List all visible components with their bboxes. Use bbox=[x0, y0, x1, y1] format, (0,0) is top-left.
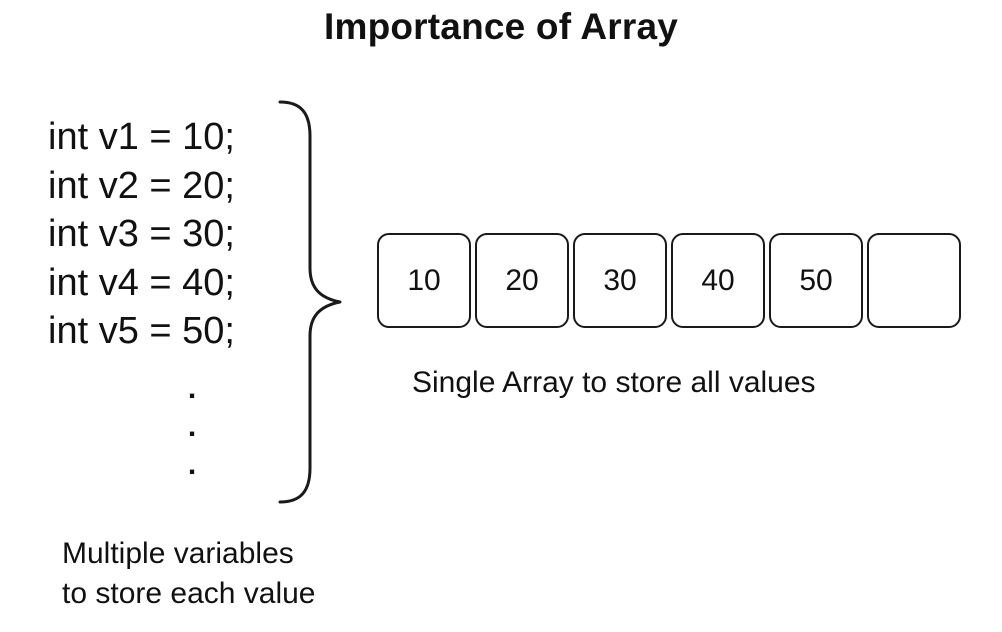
array-cell-3: 40 bbox=[671, 233, 765, 328]
code-line-v2: int v2 = 20; bbox=[48, 164, 235, 207]
code-line-v1: int v1 = 10; bbox=[48, 116, 235, 158]
code-line-v5: int v5 = 50; bbox=[48, 310, 235, 352]
array-caption: Single Array to store all values bbox=[412, 366, 816, 399]
diagram-title: Importance of Array bbox=[323, 6, 679, 47]
code-line-v3: int v3 = 30; bbox=[48, 213, 235, 255]
variable-declarations: int v1 = 10; int v2 = 20; int v3 = 30; i… bbox=[48, 113, 235, 356]
ellipsis-dot: . bbox=[187, 410, 197, 443]
array-cell-1: 20 bbox=[475, 233, 569, 328]
variables-caption: Multiple variables to store each value bbox=[62, 534, 316, 614]
array-cell-4: 50 bbox=[769, 233, 863, 328]
variables-caption-line-2: to store each value bbox=[62, 577, 316, 610]
code-line-v4: int v4 = 40; bbox=[48, 261, 235, 304]
ellipsis-dot: . bbox=[187, 372, 197, 405]
variables-caption-line-1: Multiple variables bbox=[62, 537, 294, 570]
array-cells: 10 20 30 40 50 bbox=[377, 233, 961, 328]
array-cell-2: 30 bbox=[573, 233, 667, 328]
curly-brace bbox=[278, 100, 342, 504]
array-cell-5-empty bbox=[867, 233, 961, 328]
ellipsis-dot: . bbox=[187, 448, 197, 481]
ellipsis-dots: . . . bbox=[184, 370, 200, 484]
array-cell-0: 10 bbox=[377, 233, 471, 328]
curly-brace-path bbox=[278, 100, 342, 504]
